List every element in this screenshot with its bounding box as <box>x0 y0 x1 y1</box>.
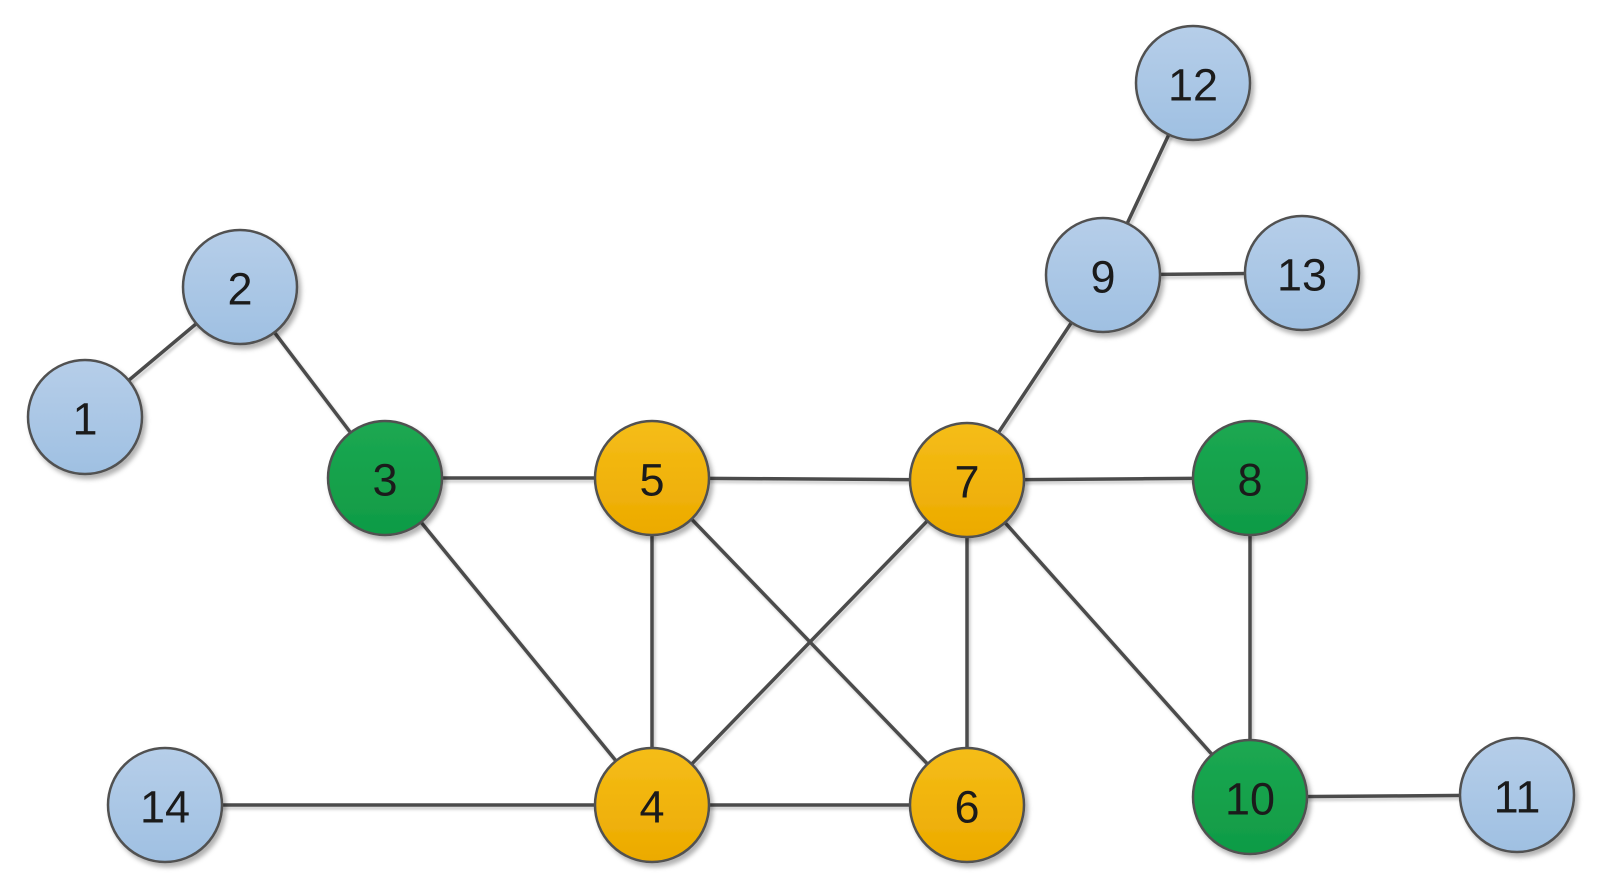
graph-node-10: 10 <box>1191 738 1309 856</box>
edge-7-4 <box>650 478 969 807</box>
node-circle-4 <box>593 746 711 864</box>
node-circle-3 <box>326 419 444 537</box>
graph-node-5: 5 <box>593 419 711 537</box>
edge-7-10 <box>965 478 1252 799</box>
node-circle-14 <box>106 746 224 864</box>
node-circle-8 <box>1191 419 1309 537</box>
graph-node-6: 6 <box>908 746 1026 864</box>
node-circle-13 <box>1243 214 1361 332</box>
node-circle-2 <box>181 228 299 346</box>
node-circle-10 <box>1191 738 1309 856</box>
graph-node-3: 3 <box>326 419 444 537</box>
edges-layer <box>83 81 1519 807</box>
graph-node-4: 4 <box>593 746 711 864</box>
graph-node-12: 12 <box>1134 24 1252 142</box>
node-circle-5 <box>593 419 711 537</box>
edge-3-4 <box>383 476 654 807</box>
graph-node-2: 2 <box>181 228 299 346</box>
graph-node-11: 11 <box>1458 736 1576 854</box>
node-circle-12 <box>1134 24 1252 142</box>
graph-node-9: 9 <box>1044 216 1162 334</box>
node-circle-11 <box>1458 736 1576 854</box>
node-circle-9 <box>1044 216 1162 334</box>
node-circle-1 <box>26 358 144 476</box>
graph-node-14: 14 <box>106 746 224 864</box>
graph-node-1: 1 <box>26 358 144 476</box>
graph-node-8: 8 <box>1191 419 1309 537</box>
node-circle-7 <box>908 421 1026 539</box>
node-circle-6 <box>908 746 1026 864</box>
graph-node-13: 13 <box>1243 214 1361 332</box>
graph-node-7: 7 <box>908 421 1026 539</box>
